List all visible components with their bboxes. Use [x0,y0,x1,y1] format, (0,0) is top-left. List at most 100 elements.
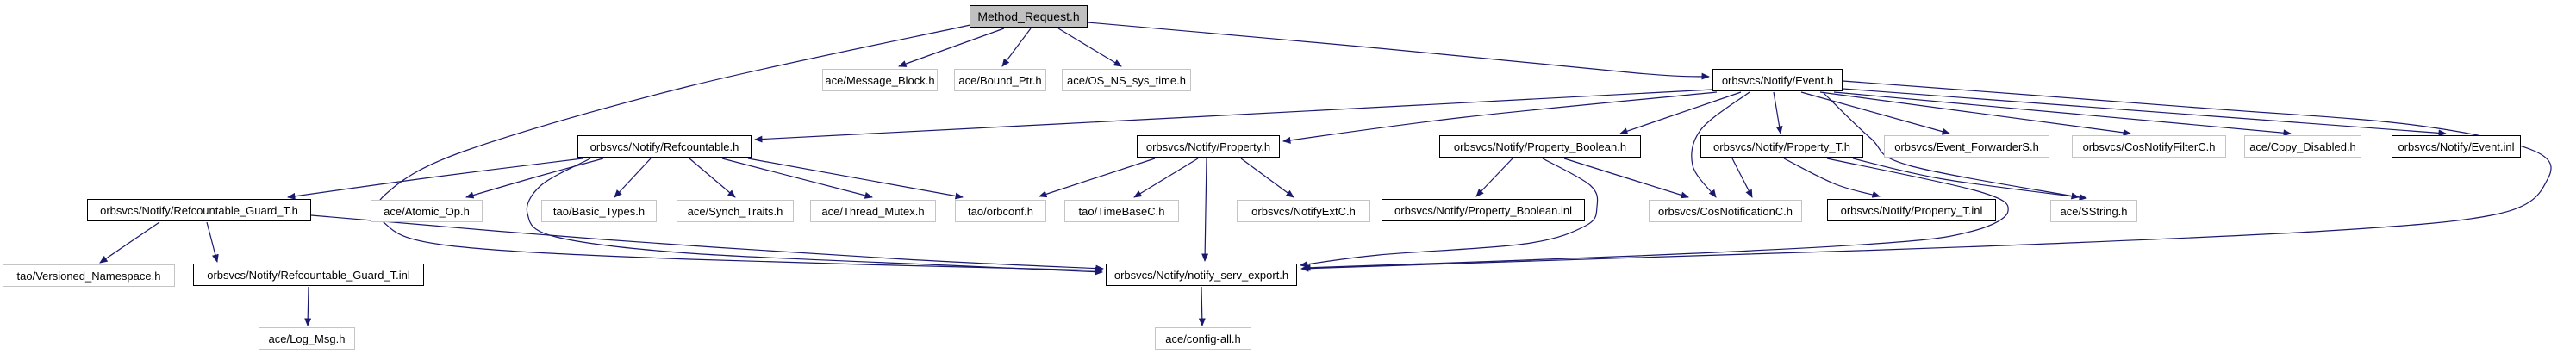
node-label: ace/SString.h [2060,204,2128,218]
edge-pt-to-cnc [1731,158,1753,198]
edge-evh-to-ass [1822,91,2080,200]
node-acd-ace-copy-disabled-h: ace/Copy_Disabled.h [2244,135,2361,158]
node-label: ace/Thread_Mutex.h [821,204,925,218]
edge-evh-to-pt [1773,91,1783,134]
edge-pb-to-nse [1300,158,1599,268]
node-label: ace/Log_Msg.h [268,332,346,345]
edge-ref-to-ast [689,158,736,198]
node-label: orbsvcs/CosNotificationC.h [1657,204,1793,218]
edge-pt-to-ass [1852,158,2087,201]
edge-prop-to-nec [1240,158,1294,198]
edge-mr-to-amb [898,28,1005,67]
node-label: ace/Atomic_Op.h [384,204,470,218]
edge-ref-to-aao [465,158,604,199]
node-evi-orbsvcs-notify-event-inl[interactable]: orbsvcs/Notify/Event.inl [2392,135,2521,158]
edge-ref-to-tbt [614,158,652,198]
node-label: orbsvcs/CosNotifyFilterC.h [2082,140,2216,153]
node-nec-orbsvcs-notifyextc-h: orbsvcs/NotifyExtC.h [1237,200,1370,222]
node-label: orbsvcs/Notify/Event.inl [2398,140,2515,153]
node-label: tao/Versioned_Namespace.h [16,269,161,283]
edge-pb-to-cnc [1563,158,1689,199]
node-aos-ace-os-ns-sys-time-h: ace/OS_NS_sys_time.h [1062,69,1191,91]
node-tbt-tao-basic-types-h: tao/Basic_Types.h [541,200,657,222]
edge-evh-to-pb [1619,91,1742,135]
node-label: orbsvcs/Notify/Refcountable_Guard_T.h [100,203,298,217]
node-efs-orbsvcs-event-forwarders-h: orbsvcs/Event_ForwarderS.h [1884,135,2049,158]
edge-nse-to-aca [1198,286,1206,326]
edges-group [99,22,2552,326]
node-label: orbsvcs/Notify/Property_T.inl [1840,203,1983,217]
edge-mr-to-evh [1087,22,1710,80]
edge-mr-to-abp [1001,28,1032,67]
edge-evh-to-cnc [1691,91,1750,198]
node-label: tao/orbconf.h [968,204,1033,218]
edge-evh-to-evi [1842,88,2447,137]
edge-ref-to-nse [526,158,1103,276]
node-ass-ace-sstring-h: ace/SString.h [2050,200,2137,222]
edge-prop-to-ttb [1133,158,1199,198]
node-label: orbsvcs/NotifyExtC.h [1251,204,1356,218]
node-label: orbsvcs/Notify/Property.h [1145,140,1271,153]
node-label: Method_Request.h [977,9,1080,23]
node-abp-ace-bound-ptr-h: ace/Bound_Ptr.h [954,69,1046,91]
edge-ref-to-tor [747,158,964,200]
node-label: orbsvcs/Notify/Refcountable_Guard_T.inl [207,268,410,282]
edge-evh-to-acd [1833,91,2292,137]
node-label: ace/Bound_Ptr.h [958,73,1042,87]
node-label: orbsvcs/Notify/Event.h [1721,73,1834,87]
node-label: orbsvcs/Notify/Refcountable.h [589,140,739,153]
node-mr-method-request-h: Method_Request.h [970,5,1088,28]
node-ttb-tao-timebasec-h: tao/TimeBaseC.h [1064,200,1179,222]
edge-rgi-to-alm [304,286,312,326]
edge-pb-to-pbi [1475,158,1513,197]
node-prop-orbsvcs-notify-property-h[interactable]: orbsvcs/Notify/Property.h [1137,135,1280,158]
node-alm-ace-log-msg-h: ace/Log_Msg.h [259,327,355,350]
node-label: ace/Copy_Disabled.h [2249,140,2356,153]
node-label: orbsvcs/Notify/Property_T.h [1713,140,1850,153]
edge-evh-to-cnf [1819,91,2131,136]
node-amb-ace-message-block-h: ace/Message_Block.h [822,69,938,91]
edge-ref-to-atm [721,158,873,199]
node-nse-orbsvcs-notify-notify-serv-export-h[interactable]: orbsvcs/Notify/notify_serv_export.h [1106,264,1297,286]
edge-rgt-to-nse [310,214,1104,272]
node-rgi-orbsvcs-notify-refcountable-guard-t-inl[interactable]: orbsvcs/Notify/Refcountable_Guard_T.inl [193,264,424,286]
node-pb-orbsvcs-notify-property-boolean-h[interactable]: orbsvcs/Notify/Property_Boolean.h [1439,135,1641,158]
edge-evh-to-prop [1282,91,1718,144]
node-pti-orbsvcs-notify-property-t-inl[interactable]: orbsvcs/Notify/Property_T.inl [1827,199,1996,221]
node-tvn-tao-versioned-namespace-h: tao/Versioned_Namespace.h [3,264,175,287]
node-aca-ace-config-all-h: ace/config-all.h [1155,327,1251,350]
node-aao-ace-atomic-op-h: ace/Atomic_Op.h [371,200,483,222]
node-label: ace/Synch_Traits.h [687,204,783,218]
node-label: orbsvcs/Notify/notify_serv_export.h [1113,268,1289,282]
edge-pt-to-nse [1302,158,2009,271]
edge-rgt-to-tvn [99,221,160,264]
node-label: orbsvcs/Notify/Property_Boolean.h [1453,140,1627,153]
node-ast-ace-synch-traits-h: ace/Synch_Traits.h [677,200,794,222]
edge-evh-to-efs [1800,91,1950,135]
node-cnc-orbsvcs-cosnotificationc-h: orbsvcs/CosNotificationC.h [1649,200,1802,222]
node-label: orbsvcs/Event_ForwarderS.h [1894,140,2039,153]
node-label: ace/Message_Block.h [825,73,935,87]
node-evh-orbsvcs-notify-event-h[interactable]: orbsvcs/Notify/Event.h [1712,69,1843,91]
edge-evh-to-ref [754,89,1713,143]
edge-mr-to-aos [1057,28,1122,67]
node-label: ace/OS_NS_sys_time.h [1066,73,1186,87]
node-cnf-orbsvcs-cosnotifyfilterc-h: orbsvcs/CosNotifyFilterC.h [2072,135,2226,158]
node-ref-orbsvcs-notify-refcountable-h[interactable]: orbsvcs/Notify/Refcountable.h [577,135,752,158]
node-label: tao/Basic_Types.h [552,204,646,218]
node-tor-tao-orbconf-h: tao/orbconf.h [955,200,1046,222]
node-label: tao/TimeBaseC.h [1078,204,1165,218]
edge-rgt-to-rgi [206,221,219,263]
node-pbi-orbsvcs-notify-property-boolean-inl[interactable]: orbsvcs/Notify/Property_Boolean.inl [1382,199,1585,221]
edge-ref-to-rgt [287,158,583,200]
node-pt-orbsvcs-notify-property-t-h[interactable]: orbsvcs/Notify/Property_T.h [1700,135,1863,158]
node-label: ace/config-all.h [1165,332,1241,345]
node-rgt-orbsvcs-notify-refcountable-guard-t-h[interactable]: orbsvcs/Notify/Refcountable_Guard_T.h [87,199,311,221]
edge-evh-to-nse [1300,80,2552,272]
node-label: orbsvcs/Notify/Property_Boolean.inl [1394,203,1572,217]
edge-pt-to-pti [1783,158,1881,198]
node-atm-ace-thread-mutex-h: ace/Thread_Mutex.h [810,200,936,222]
edge-prop-to-tor [1039,158,1156,198]
